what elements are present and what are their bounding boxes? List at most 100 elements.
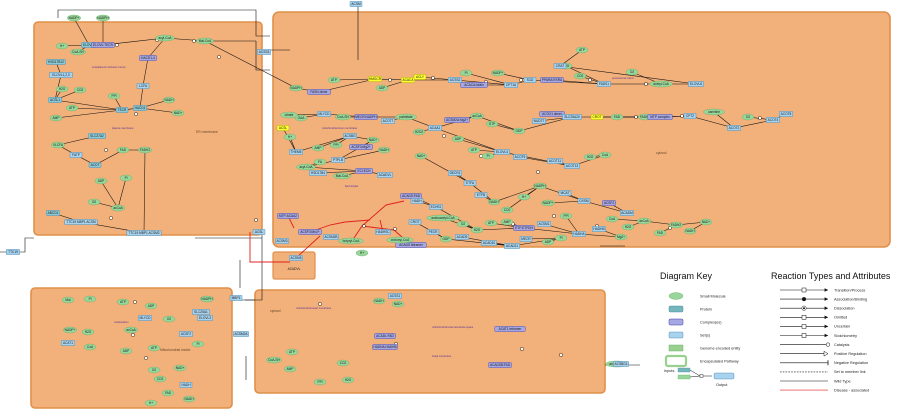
entity-complex[interactable]: ACOX1 dimer xyxy=(539,111,565,117)
entity-small[interactable]: FAD xyxy=(161,389,175,397)
entity-set[interactable]: SLC25A1 xyxy=(192,309,210,315)
entity-small[interactable]: O2 xyxy=(162,315,176,323)
entity-small[interactable]: FADH2 xyxy=(669,221,683,229)
reaction-node[interactable] xyxy=(131,333,135,337)
entity-set[interactable]: ACSS2 xyxy=(448,77,462,83)
entity-set[interactable]: MLYCD xyxy=(138,315,152,321)
entity-set[interactable]: ACAD11 xyxy=(504,243,520,249)
reaction-node[interactable] xyxy=(393,227,397,231)
reaction-node[interactable] xyxy=(519,78,523,82)
reaction-node[interactable] xyxy=(634,115,638,119)
entity-small[interactable]: ADP xyxy=(375,84,389,92)
entity-small[interactable]: acetoacetyl-CoA xyxy=(426,214,460,222)
reaction-node[interactable] xyxy=(758,116,762,120)
entity-set[interactable]: ACSM2B xyxy=(323,234,339,240)
entity-small[interactable]: H+ xyxy=(144,399,158,407)
reaction-node[interactable] xyxy=(588,78,592,82)
entity-small[interactable]: CoA xyxy=(605,215,619,223)
entity-set[interactable]: TTC19 MBP1 ACSM xyxy=(64,219,98,225)
entity-small[interactable]: ADP xyxy=(119,347,133,355)
entity-set[interactable]: MCAT xyxy=(558,190,572,196)
entity-small[interactable]: CO2 xyxy=(573,72,587,80)
entity-small[interactable]: NAD+ xyxy=(414,152,428,160)
entity-complex[interactable]: ACSF2 xyxy=(602,200,616,206)
entity-small[interactable]: H+ xyxy=(517,193,531,201)
entity-small[interactable]: NADP+ xyxy=(67,14,81,22)
entity-complex[interactable]: MTP:ACAA2 xyxy=(277,213,299,219)
entity-set[interactable]: ELOVL1,2,3 xyxy=(49,72,73,78)
entity-small[interactable]: CoA-SH xyxy=(70,48,86,56)
entity-set[interactable]: CROT xyxy=(408,219,422,225)
entity-set[interactable]: HADH xyxy=(179,382,193,388)
entity-set[interactable]: ACOT4 xyxy=(766,117,780,123)
entity-small[interactable]: crotonyl-CoA xyxy=(386,236,414,244)
entity-small[interactable]: H2O xyxy=(470,226,484,234)
entity-small[interactable]: ADP xyxy=(144,302,158,310)
reaction-node[interactable] xyxy=(362,224,366,228)
entity-small[interactable]: AMP xyxy=(49,114,63,122)
entity-small[interactable]: acCoA xyxy=(470,112,484,120)
entity-set[interactable]: ACOT2 xyxy=(727,125,741,131)
entity-protein[interactable]: ACOT xyxy=(88,162,102,168)
entity-set[interactable]: SLC25A20 xyxy=(562,114,582,120)
entity-small[interactable]: H2O xyxy=(583,153,597,161)
reaction-node[interactable] xyxy=(133,300,137,304)
entity-small[interactable]: NAD+ xyxy=(366,136,380,144)
entity-highlight[interactable]: HMGCR xyxy=(368,76,382,82)
compartment-cytosol-top[interactable] xyxy=(272,11,891,248)
entity-set[interactable]: HSD17B4 xyxy=(309,170,327,176)
entity-set[interactable]: TTC19 MBP1 ACSM2 xyxy=(126,230,162,236)
entity-small[interactable]: H+ xyxy=(355,249,369,257)
entity-small[interactable]: AMP xyxy=(311,144,325,152)
entity-complex[interactable]: MECR:NADPH xyxy=(354,114,378,120)
entity-small[interactable]: NAD+ xyxy=(173,364,187,372)
entity-small[interactable]: PPi xyxy=(313,378,327,386)
entity-small[interactable]: ATP xyxy=(147,344,161,352)
entity-set[interactable]: ACOT11 xyxy=(547,158,563,164)
entity-small[interactable]: Mal-CoA xyxy=(333,172,351,180)
reaction-node[interactable] xyxy=(388,78,392,82)
entity-complex[interactable]: ACADL:FAD xyxy=(374,333,396,339)
entity-small[interactable]: O2 xyxy=(741,113,755,121)
entity-complex[interactable]: ACSM2A:Mg2+ xyxy=(444,117,470,123)
entity-set[interactable]: ACSBG xyxy=(343,133,357,139)
entity-protein[interactable]: SLC27A2 xyxy=(88,133,106,139)
reaction-node[interactable] xyxy=(104,148,108,152)
entity-small[interactable]: acCoA xyxy=(637,217,651,225)
entity-small[interactable]: Pi xyxy=(554,234,568,242)
entity-set[interactable]: MLYCD xyxy=(317,111,331,117)
entity-set[interactable]: ETFA xyxy=(463,180,477,186)
entity-small[interactable]: GDP xyxy=(512,127,526,135)
entity-small[interactable]: AMP xyxy=(500,218,514,226)
entity-small[interactable]: NADH xyxy=(683,227,697,235)
compartment-cytosol-bottom[interactable] xyxy=(254,289,606,394)
entity-small[interactable]: NAD+ xyxy=(171,109,185,117)
entity-small[interactable]: Pi xyxy=(481,152,495,160)
reaction-node[interactable] xyxy=(520,347,524,351)
entity-set[interactable]: ACSM5 xyxy=(289,255,303,261)
entity-small[interactable]: CO2 xyxy=(73,86,87,94)
entity-set[interactable]: ACSL xyxy=(252,229,266,235)
entity-small[interactable]: O2 xyxy=(87,198,101,206)
entity-small[interactable]: NADH xyxy=(377,146,391,154)
entity-set[interactable]: CRAT xyxy=(553,63,567,69)
entity-complex[interactable]: ETF:ETFDH xyxy=(513,225,535,231)
entity-highlight[interactable]: ACLY xyxy=(413,74,427,80)
entity-set[interactable]: ELOVL3 xyxy=(197,315,213,321)
entity-small[interactable]: VLCFA xyxy=(51,141,65,149)
entity-small[interactable]: ATP xyxy=(467,146,481,154)
reaction-node[interactable] xyxy=(134,112,138,116)
entity-small[interactable]: acetyl-CoA xyxy=(649,80,673,88)
entity-small[interactable]: O2 xyxy=(147,366,161,374)
entity-small[interactable]: Mal xyxy=(61,296,75,304)
entity-small[interactable]: ADP xyxy=(94,177,108,185)
reaction-node[interactable] xyxy=(552,214,556,218)
entity-small[interactable]: ATP xyxy=(116,298,130,306)
entity-complex[interactable]: ACSF3:Mn2+ xyxy=(298,229,322,235)
entity-small[interactable]: PPi xyxy=(559,212,573,220)
entity-small[interactable]: Pi xyxy=(119,174,133,182)
entity-set[interactable]: MBP1 xyxy=(229,295,243,301)
entity-small[interactable]: NADP+ xyxy=(63,326,77,334)
entity-small[interactable]: NADP+ xyxy=(491,69,505,77)
reaction-node[interactable] xyxy=(144,356,148,360)
